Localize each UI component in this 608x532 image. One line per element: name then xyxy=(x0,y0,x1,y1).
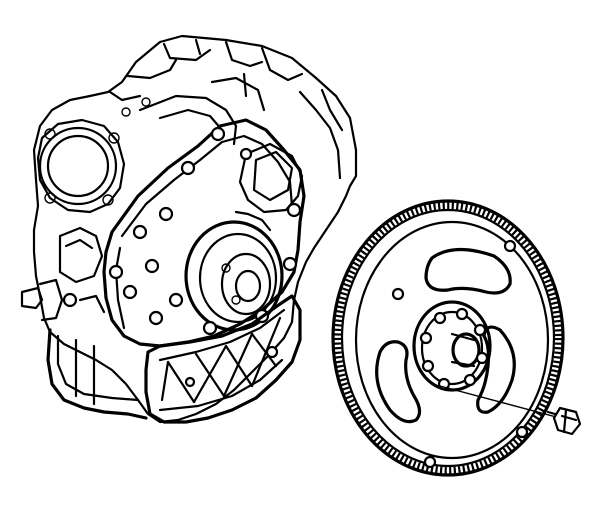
flywheel-outer-bolts xyxy=(391,239,529,469)
flywheel-hub-bolt-holes xyxy=(419,307,489,391)
flywheel-bolt xyxy=(439,385,582,436)
engine-block xyxy=(20,34,358,424)
timing-cover-bolts xyxy=(122,126,302,336)
flywheel xyxy=(331,199,565,477)
